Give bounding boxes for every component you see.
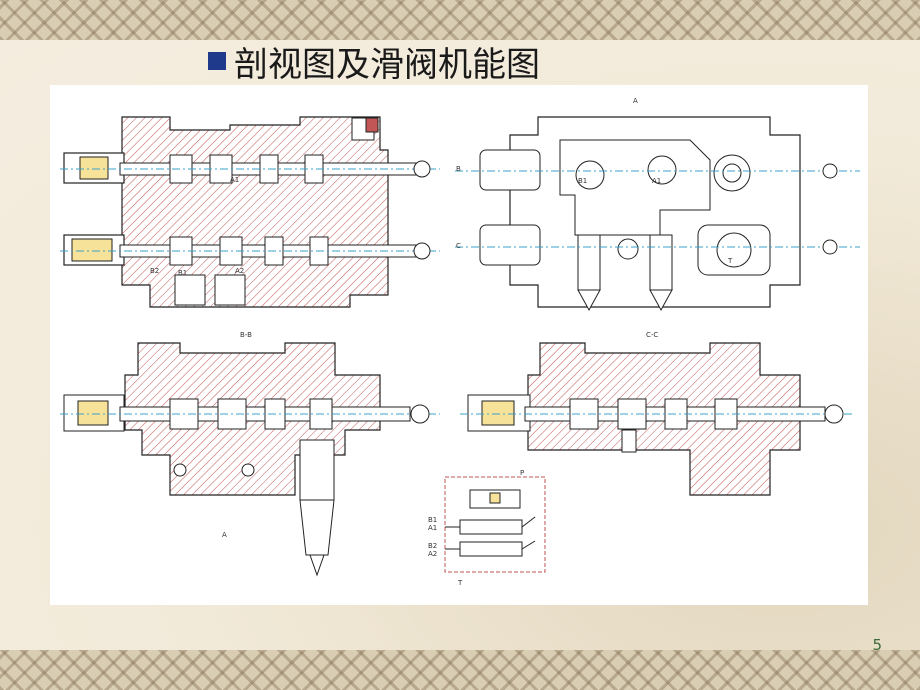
side-port-b1: B1 <box>578 177 587 185</box>
front-label-b1: B1 <box>178 269 187 277</box>
front-label-b2: B2 <box>150 267 159 275</box>
section-cc-title: C-C <box>646 331 658 339</box>
front-label-a1: A1 <box>230 176 239 184</box>
side-view: A B C B1 A1 T <box>455 97 860 312</box>
technical-drawing: B1 A1 B2 A2 A B <box>50 85 868 605</box>
slide-title-text: 剖视图及滑阀机能图 <box>234 44 540 85</box>
slide-title: 剖视图及滑阀机能图 <box>208 36 540 86</box>
front-section-view: B1 A1 B2 A2 <box>60 116 440 308</box>
section-bb-title: B-B <box>240 331 252 339</box>
schematic-label-a2: A2 <box>428 550 437 558</box>
schematic-port-p: P <box>520 469 524 477</box>
front-label-a2: A2 <box>235 267 244 275</box>
schematic-port-t: T <box>457 579 463 587</box>
section-bb-view-mark: A <box>222 531 227 539</box>
side-port-a1: A1 <box>652 177 661 185</box>
drawing-svg: B1 A1 B2 A2 A B <box>60 97 860 587</box>
side-section-b: B <box>456 165 461 173</box>
side-port-t: T <box>727 257 733 265</box>
side-view-letter: A <box>633 97 638 105</box>
title-bullet-icon <box>208 52 226 70</box>
hydraulic-schematic: P T B1 A1 B2 A2 <box>428 469 546 587</box>
schematic-label-b1: B1 <box>428 516 437 524</box>
decorative-border-top <box>0 0 920 40</box>
schematic-label-b2: B2 <box>428 542 437 550</box>
side-section-c: C <box>456 242 461 250</box>
decorative-border-bottom <box>0 650 920 690</box>
schematic-label-a1: A1 <box>428 524 437 532</box>
section-bb-view: B-B A <box>60 331 440 577</box>
page-number: 5 <box>872 636 882 654</box>
section-cc-view: C-C <box>460 331 855 496</box>
